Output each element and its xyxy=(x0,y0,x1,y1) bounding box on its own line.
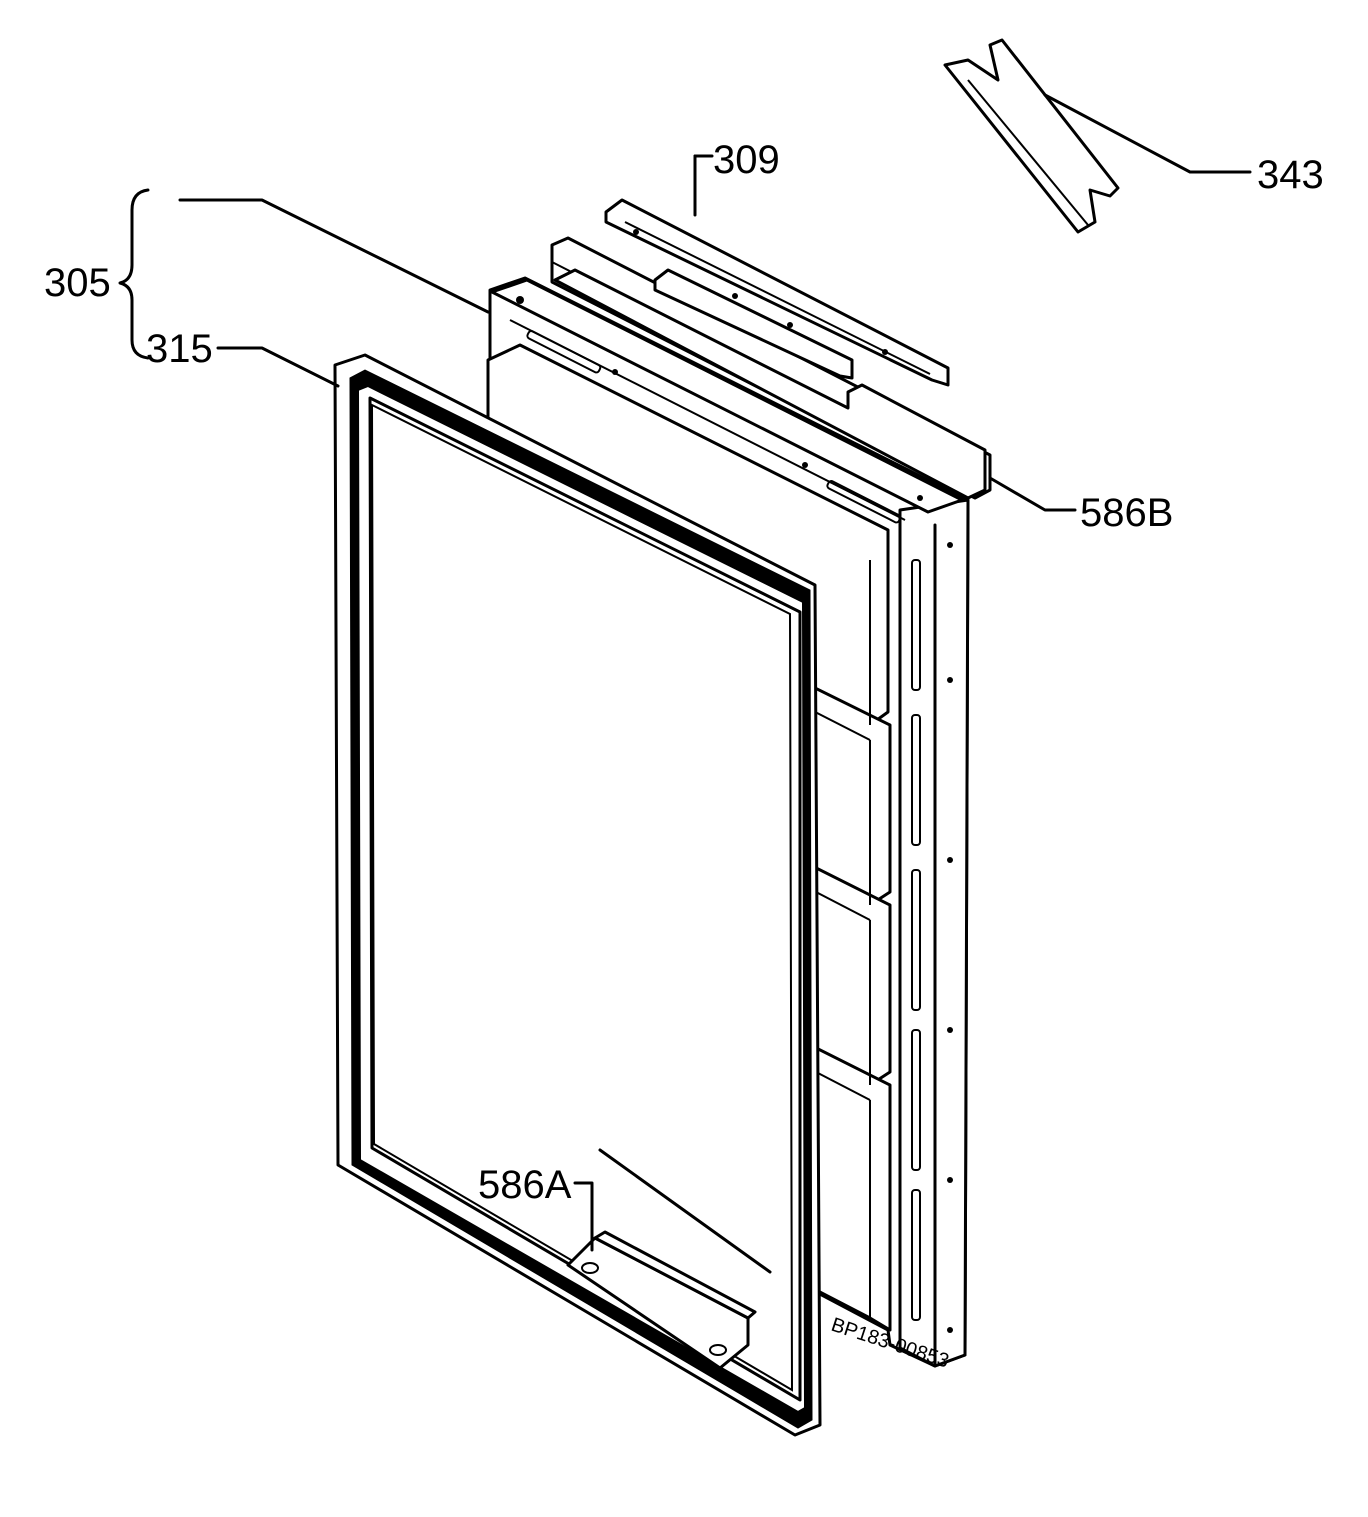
label-586b: 586B xyxy=(1080,491,1173,535)
hinge-rail-586b xyxy=(550,236,992,500)
top-cap-309 xyxy=(604,198,950,387)
label-586a: 586A xyxy=(478,1163,572,1207)
label-305: 305 xyxy=(44,261,111,305)
label-343: 343 xyxy=(1257,153,1324,197)
label-315: 315 xyxy=(146,327,213,371)
gasket-315 xyxy=(333,353,822,1437)
label-309: 309 xyxy=(713,138,780,182)
tool-343 xyxy=(943,38,1120,234)
hinge-bracket-586a xyxy=(566,1230,757,1370)
leader-lines xyxy=(118,93,1252,1274)
